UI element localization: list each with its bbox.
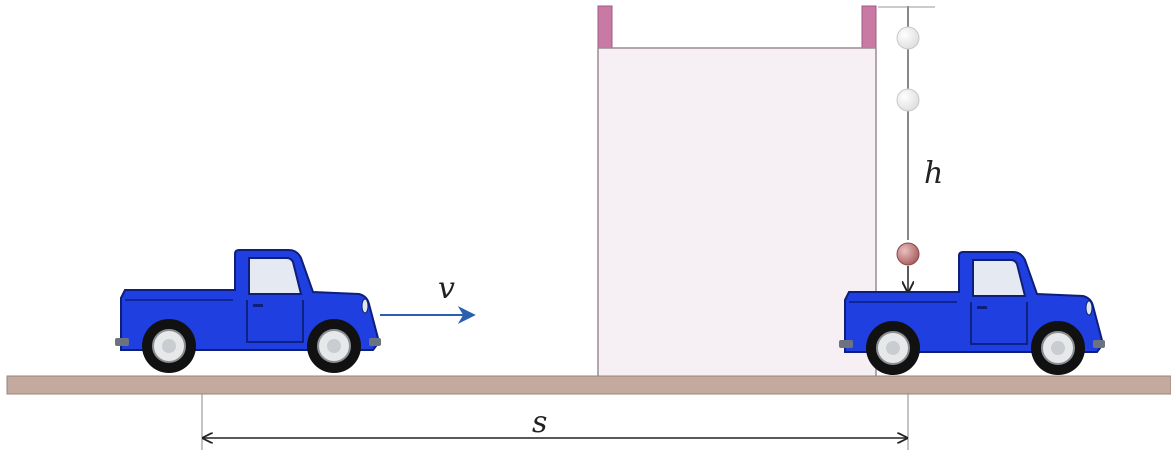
building-block — [597, 47, 877, 379]
building — [597, 5, 877, 379]
ball-icon — [896, 26, 920, 50]
velocity-label: v — [438, 271, 455, 306]
ball-icon — [896, 242, 920, 266]
ball-icon — [896, 88, 920, 112]
pickup-truck-icon — [114, 249, 382, 374]
pickup-truck-icon — [838, 251, 1106, 376]
height-label: h — [924, 156, 943, 191]
ground — [6, 375, 1171, 395]
pillar-right — [861, 5, 877, 49]
distance-label: s — [532, 405, 547, 440]
pillar-left — [597, 5, 613, 49]
